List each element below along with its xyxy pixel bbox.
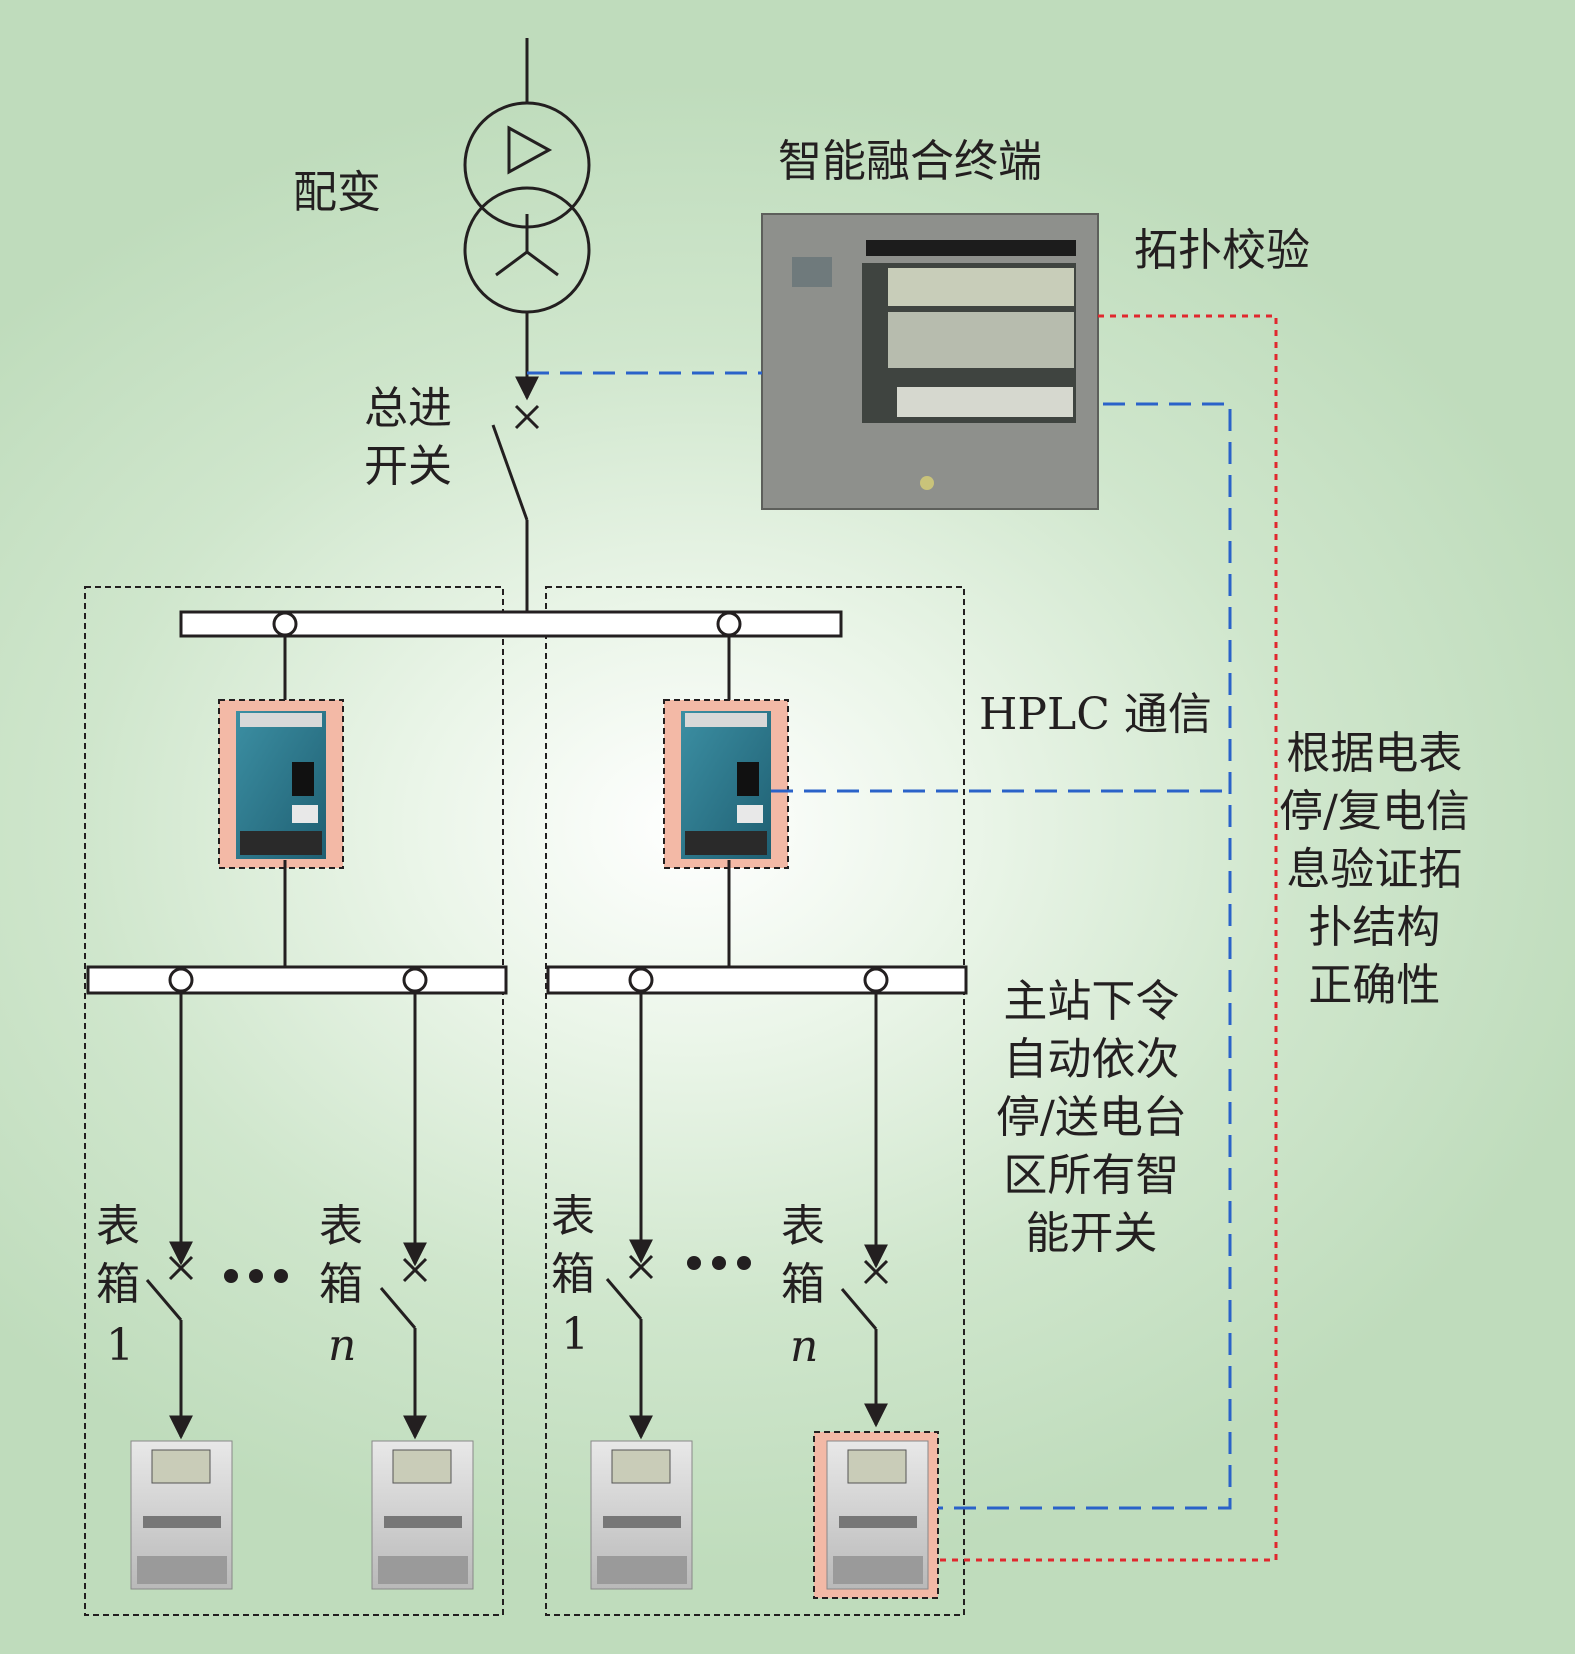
sub-busbar-left — [86, 965, 508, 995]
topology-check-label: 拓扑校验 — [1134, 225, 1310, 276]
hplc-links — [527, 371, 1232, 1510]
sub-busbar-right — [546, 965, 968, 995]
meterbox-feeders — [145, 991, 889, 1440]
master-command-text: 主站下令 自动依次 停/送电台 区所有智 能开关 — [996, 976, 1187, 1259]
wye-symbol — [495, 214, 559, 277]
busbar-node-right — [716, 611, 742, 637]
branch-breaker-left — [218, 635, 344, 967]
meterbox-number: 1 — [106, 1320, 134, 1371]
meterbox-number: n — [790, 1321, 819, 1372]
fusion-terminal-device — [761, 213, 1099, 510]
hplc-label: HPLC 通信 — [979, 689, 1212, 740]
busbar-node-left — [272, 611, 298, 637]
main-switch-label: 总进 开关 — [364, 383, 452, 492]
meterbox-label: 表 箱 — [781, 1201, 825, 1310]
terminal-label: 智能融合终端 — [778, 136, 1042, 187]
branch-group-left — [84, 586, 504, 1616]
meter-n-left — [371, 1440, 474, 1590]
ellipsis-dots — [224, 1256, 751, 1283]
verification-link — [938, 314, 1278, 1562]
meter-1-right — [590, 1440, 693, 1590]
branch-group-right — [545, 586, 965, 1616]
meterbox-number: 1 — [561, 1309, 589, 1360]
main-switch — [491, 312, 540, 612]
transformer-label: 配变 — [293, 167, 381, 218]
branch-breaker-right — [663, 635, 789, 967]
transformer — [463, 38, 591, 314]
meterbox-label: 表 箱 — [551, 1191, 595, 1300]
meterbox-label: 表 箱 — [319, 1201, 363, 1310]
delta-symbol — [507, 125, 553, 175]
meter-1-left — [130, 1440, 233, 1590]
meterbox-number: n — [328, 1320, 357, 1371]
meter-n-right — [813, 1431, 939, 1599]
verify-text: 根据电表 停/复电信 息验证拓 扑结构 正确性 — [1279, 728, 1470, 1011]
meterbox-label: 表 箱 — [96, 1201, 140, 1310]
sub-busbar-nodes — [168, 967, 889, 993]
transformer-primary-winding — [463, 101, 591, 229]
